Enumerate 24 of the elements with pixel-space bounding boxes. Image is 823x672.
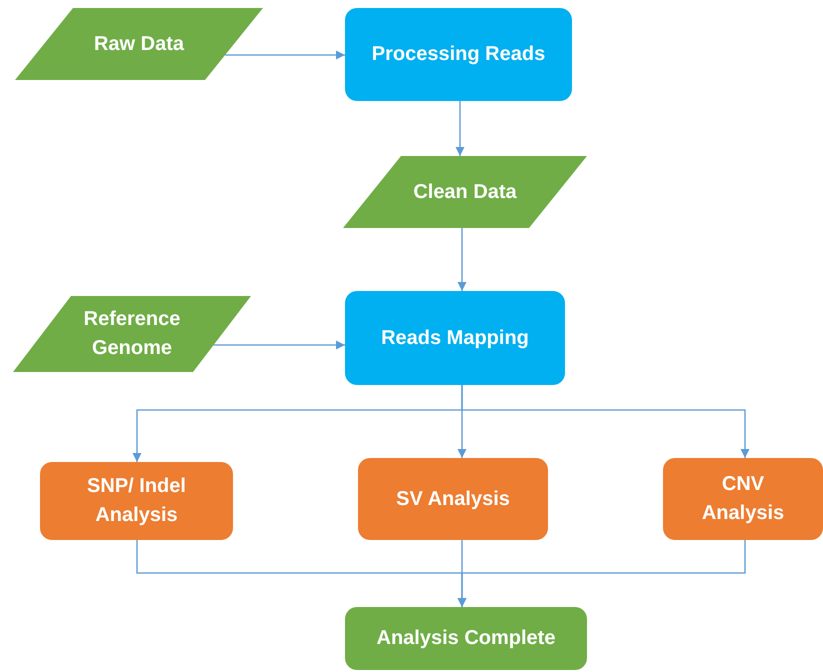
process-box <box>40 462 233 540</box>
data-parallelogram <box>343 156 587 228</box>
data-parallelogram <box>15 8 263 80</box>
node-label: SNP/ Indel Analysis <box>86 474 187 528</box>
node-label: Analysis Complete <box>376 626 556 651</box>
arrow <box>457 540 746 607</box>
node-label: SV Analysis <box>396 486 510 512</box>
process-box <box>345 607 587 670</box>
arrow <box>225 50 345 60</box>
arrow <box>214 340 345 350</box>
node-label: Processing Reads <box>372 42 546 67</box>
node-label: Reference Genome <box>82 307 182 361</box>
arrow <box>457 228 467 291</box>
data-parallelogram <box>13 296 251 372</box>
process-box <box>358 458 548 540</box>
arrow <box>455 101 465 156</box>
node-label: CNV Analysis <box>700 472 786 526</box>
process-box <box>345 8 572 101</box>
node-label: Clean Data <box>413 180 517 204</box>
process-box <box>663 458 823 540</box>
node-label: Reads Mapping <box>381 326 529 350</box>
arrow <box>461 385 750 458</box>
process-box <box>345 291 565 385</box>
node-label: Raw Data <box>94 32 184 56</box>
